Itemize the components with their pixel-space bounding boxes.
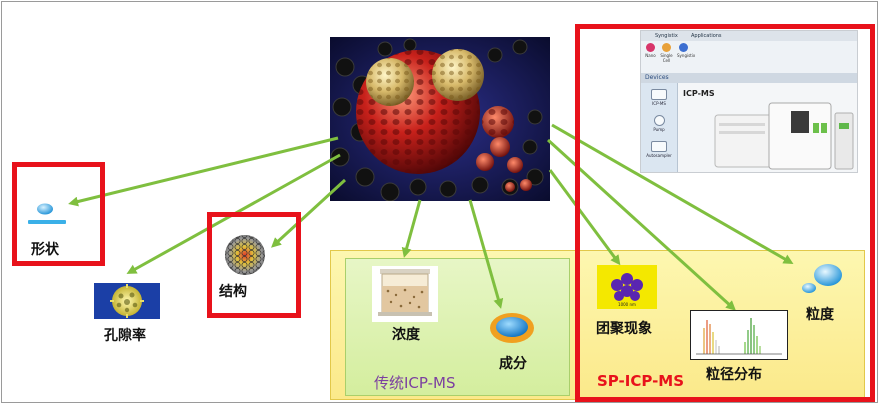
label-composition: 成分 — [499, 356, 527, 372]
autosampler-icon — [651, 141, 667, 152]
software-screenshot: Syngistix Applications Nano Single Cell … — [640, 30, 858, 173]
particle-size-icon — [802, 264, 842, 293]
label-agglomeration: 团聚现象 — [596, 321, 652, 337]
highlight-shape — [12, 162, 105, 266]
tool-syngistix: Syngistix — [677, 43, 695, 58]
single-cell-icon — [662, 43, 671, 52]
arrow-to-agglomeration — [548, 169, 621, 266]
agglomeration-caption: 1000 nm — [618, 302, 636, 307]
label-traditional-icpms: 传统ICP-MS — [374, 374, 456, 392]
arrow-to-particle-size — [551, 123, 794, 264]
highlight-sp-icpms — [575, 24, 875, 402]
agglomeration-icon: 1000 nm — [597, 265, 657, 309]
label-particle-size: 粒度 — [806, 307, 834, 323]
tool-nano: Nano — [644, 43, 657, 58]
icpms-icon — [651, 89, 667, 100]
pump-icon — [653, 115, 665, 126]
device-icpms: ICP-MS — [643, 89, 675, 106]
arrow-to-shape — [68, 136, 339, 207]
instrument-image — [714, 102, 854, 170]
label-size-distribution: 粒径分布 — [706, 367, 762, 383]
structure-icon — [225, 235, 265, 275]
label-shape: 形状 — [31, 242, 59, 258]
devices-header: Devices — [641, 73, 857, 83]
devices-panel: ICP-MS Pump Autosampler — [641, 83, 678, 172]
software-tabs: Syngistix Applications — [641, 31, 857, 41]
label-porosity: 孔隙率 — [104, 328, 146, 344]
concentration-icon — [372, 266, 438, 322]
composition-icon — [490, 313, 534, 343]
device-autosampler: Autosampler — [643, 141, 675, 158]
device-pump: Pump — [643, 115, 675, 132]
size-distribution-chart — [690, 310, 788, 360]
software-tab: Syngistix — [655, 33, 678, 39]
label-structure: 结构 — [219, 284, 247, 300]
label-concentration: 浓度 — [392, 327, 420, 343]
highlight-structure — [207, 212, 301, 318]
tool-single-cell: Single Cell — [660, 43, 673, 63]
software-toolbar: Nano Single Cell Syngistix — [641, 41, 857, 74]
nanoparticle-image — [330, 37, 550, 201]
label-sp-icpms: SP-ICP-MS — [597, 372, 685, 390]
syngistix-icon — [679, 43, 688, 52]
arrow-to-composition — [468, 199, 504, 309]
shape-icon — [28, 203, 66, 224]
nano-icon — [646, 43, 655, 52]
instrument-title: ICP-MS — [683, 89, 715, 98]
arrow-to-concentration — [401, 199, 422, 258]
software-tab: Applications — [691, 33, 722, 39]
arrow-to-structure — [271, 178, 347, 248]
porosity-icon — [94, 283, 160, 319]
